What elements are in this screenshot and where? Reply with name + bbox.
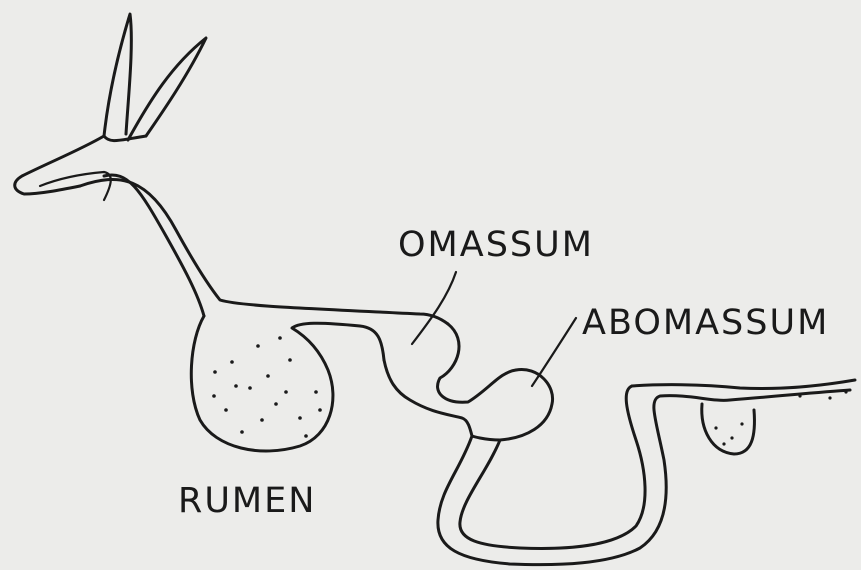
esophagus-drawing [80,175,448,324]
intestine-drawing [438,380,855,565]
omasum-drawing [384,324,516,436]
horns-drawing [104,14,206,140]
omasum-label: OMASSUM [398,225,594,265]
rumen-drawing [191,316,384,451]
abomasum-drawing [472,369,553,440]
head-drawing [15,136,146,200]
rumen-label: RUMEN [178,481,316,521]
abomasum-leader-line [532,318,576,386]
omasum-leader-line [412,272,456,344]
abomasum-label: ABOMASSUM [582,303,829,343]
